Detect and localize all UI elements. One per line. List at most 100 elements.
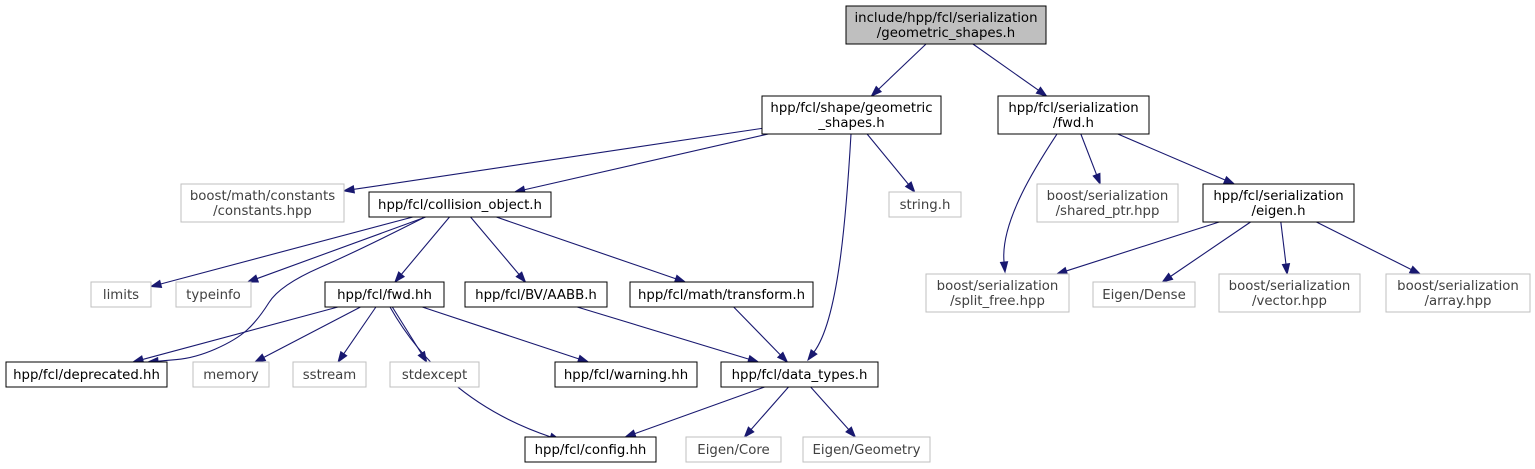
root-node-root[interactable]: include/hpp/fcl/serialization/geometric_… <box>845 5 1047 45</box>
edge-math-transform-to-data-types <box>733 306 781 356</box>
node-warning-box <box>554 361 698 388</box>
edge-collision-object-to-bv-aabb <box>470 216 520 275</box>
node-config-box <box>524 436 657 463</box>
node-boost-split-free[interactable]: boost/serialization/split_free.hpp <box>925 273 1070 313</box>
edge-math-transform-to-data-types-arrowhead <box>776 351 789 364</box>
node-collision-object-label-line-1: hpp/fcl/collision_object.h <box>378 198 542 213</box>
edge-ser-eigen-to-eigen-dense <box>1170 221 1251 277</box>
node-eigen-geometry[interactable]: Eigen/Geometry <box>802 436 931 463</box>
node-math-transform-label-line-1: hpp/fcl/math/transform.h <box>638 288 805 303</box>
edge-fcl-fwd-to-memory-arrowhead <box>253 353 267 363</box>
node-eigen-core-box <box>685 436 782 463</box>
node-ser-eigen-label-line-1: hpp/fcl/serialization <box>1213 189 1343 204</box>
edge-shape-geom-to-string-h <box>866 133 909 185</box>
node-ser-fwd-box <box>997 95 1150 135</box>
node-eigen-dense[interactable]: Eigen/Dense <box>1092 281 1196 308</box>
edge-fcl-fwd-to-stdexcept <box>391 306 422 354</box>
edge-data-types-to-config-arrowhead <box>623 429 637 438</box>
edge-bv-aabb-to-data-types <box>577 306 749 360</box>
node-data-types[interactable]: hpp/fcl/data_types.h <box>720 361 879 388</box>
node-boost-math-const-label-line-1: boost/math/constants <box>190 189 335 204</box>
node-eigen-core-label-line-1: Eigen/Core <box>697 443 769 458</box>
edge-fcl-fwd-to-warning-arrowhead <box>576 354 590 363</box>
edge-ser-eigen-to-boost-vector-arrowhead <box>1281 263 1291 276</box>
node-warning-label-line-1: hpp/fcl/warning.hh <box>564 368 688 383</box>
node-fcl-fwd-label-line-1: hpp/fcl/fwd.hh <box>337 288 432 303</box>
node-warning[interactable]: hpp/fcl/warning.hh <box>554 361 698 388</box>
node-collision-object[interactable]: hpp/fcl/collision_object.h <box>368 191 552 218</box>
node-ser-eigen[interactable]: hpp/fcl/serialization/eigen.h <box>1202 183 1355 223</box>
edge-ser-eigen-to-boost-array <box>1316 221 1412 271</box>
node-limits[interactable]: limits <box>90 281 152 308</box>
edge-root-to-shape-geom <box>878 43 927 90</box>
node-boost-vector-label-line-2: /vector.hpp <box>1252 294 1327 309</box>
node-boost-math-const-label-line-2: /constants.hpp <box>213 204 312 219</box>
node-string-h-box <box>888 191 962 218</box>
node-fcl-fwd-box <box>324 281 445 308</box>
node-deprecated-box <box>5 361 168 388</box>
root-node-root-box <box>845 5 1047 45</box>
nodes-layer: include/hpp/fcl/serialization/geometric_… <box>5 5 1531 463</box>
node-deprecated[interactable]: hpp/fcl/deprecated.hh <box>5 361 168 388</box>
node-bv-aabb[interactable]: hpp/fcl/BV/AABB.h <box>464 281 608 308</box>
node-stdexcept-label-line-1: stdexcept <box>402 368 467 383</box>
node-config[interactable]: hpp/fcl/config.hh <box>524 436 657 463</box>
node-ser-fwd-label-line-2: /fwd.h <box>1053 116 1094 131</box>
edge-data-types-to-eigen-core <box>750 386 789 430</box>
node-boost-ser-shared[interactable]: boost/serialization/shared_ptr.hpp <box>1036 183 1179 223</box>
node-stdexcept[interactable]: stdexcept <box>389 361 480 388</box>
node-ser-fwd[interactable]: hpp/fcl/serialization/fwd.h <box>997 95 1150 135</box>
node-typeinfo-box <box>175 281 252 308</box>
edge-data-types-to-config <box>634 386 765 435</box>
edge-root-to-ser-fwd-arrowhead <box>1035 86 1048 97</box>
node-sstream-label-line-1: sstream <box>303 368 357 383</box>
node-limits-label-line-1: limits <box>103 288 139 303</box>
node-eigen-core[interactable]: Eigen/Core <box>685 436 782 463</box>
node-eigen-geometry-label-line-1: Eigen/Geometry <box>813 443 921 458</box>
node-typeinfo-label-line-1: typeinfo <box>186 288 241 303</box>
node-shape-geom-label-line-2: _shapes.h <box>817 116 884 131</box>
edge-collision-object-to-typeinfo-arrowhead <box>246 274 260 283</box>
node-boost-array[interactable]: boost/serialization/array.hpp <box>1385 273 1531 313</box>
node-fcl-fwd[interactable]: hpp/fcl/fwd.hh <box>324 281 445 308</box>
node-eigen-dense-box <box>1092 281 1196 308</box>
node-boost-vector-box <box>1218 273 1361 313</box>
node-sstream-box <box>292 361 367 388</box>
edge-shape-geom-to-collision-object <box>524 133 769 191</box>
node-boost-split-free-label-line-2: /split_free.hpp <box>950 294 1045 309</box>
node-boost-vector-label-line-1: boost/serialization <box>1229 279 1351 294</box>
root-node-root-label-line-2: /geometric_shapes.h <box>877 26 1015 41</box>
edge-data-types-to-eigen-geometry-arrowhead <box>845 426 857 439</box>
node-boost-vector[interactable]: boost/serialization/vector.hpp <box>1218 273 1361 313</box>
edge-collision-object-to-typeinfo <box>256 216 426 280</box>
node-memory-box <box>192 361 270 388</box>
node-typeinfo[interactable]: typeinfo <box>175 281 252 308</box>
node-math-transform[interactable]: hpp/fcl/math/transform.h <box>629 281 814 308</box>
root-node-root-label-line-1: include/hpp/fcl/serialization <box>854 11 1037 26</box>
node-memory[interactable]: memory <box>192 361 270 388</box>
node-boost-ser-shared-label-line-2: /shared_ptr.hpp <box>1056 204 1160 219</box>
node-ser-eigen-label-line-2: /eigen.h <box>1251 204 1305 219</box>
node-boost-array-label-line-2: /array.hpp <box>1425 294 1492 309</box>
node-sstream[interactable]: sstream <box>292 361 367 388</box>
node-shape-geom[interactable]: hpp/fcl/shape/geometric_shapes.h <box>761 95 942 135</box>
edge-ser-fwd-to-boost-split-free-arrowhead <box>999 261 1009 274</box>
edge-ser-fwd-to-ser-eigen <box>1117 133 1226 181</box>
node-ser-eigen-box <box>1202 183 1355 223</box>
node-boost-math-const[interactable]: boost/math/constants/constants.hpp <box>180 183 345 223</box>
node-string-h[interactable]: string.h <box>888 191 962 218</box>
node-limits-box <box>90 281 152 308</box>
node-deprecated-label-line-1: hpp/fcl/deprecated.hh <box>13 368 160 383</box>
edge-fcl-fwd-to-sstream <box>343 306 377 355</box>
edge-fcl-fwd-to-warning <box>422 306 579 360</box>
edge-shape-geom-to-boost-math-const-arrowhead <box>342 185 356 194</box>
node-data-types-label-line-1: hpp/fcl/data_types.h <box>732 368 868 383</box>
node-eigen-geometry-box <box>802 436 931 463</box>
edge-ser-eigen-to-boost-split-free-arrowhead <box>1055 266 1069 275</box>
edge-collision-object-to-math-transform-arrowhead <box>673 274 687 283</box>
node-boost-array-label-line-1: boost/serialization <box>1397 279 1519 294</box>
edge-ser-fwd-to-boost-ser-shared <box>1080 133 1098 175</box>
node-collision-object-box <box>368 191 552 218</box>
edge-fcl-fwd-to-deprecated <box>142 306 339 360</box>
